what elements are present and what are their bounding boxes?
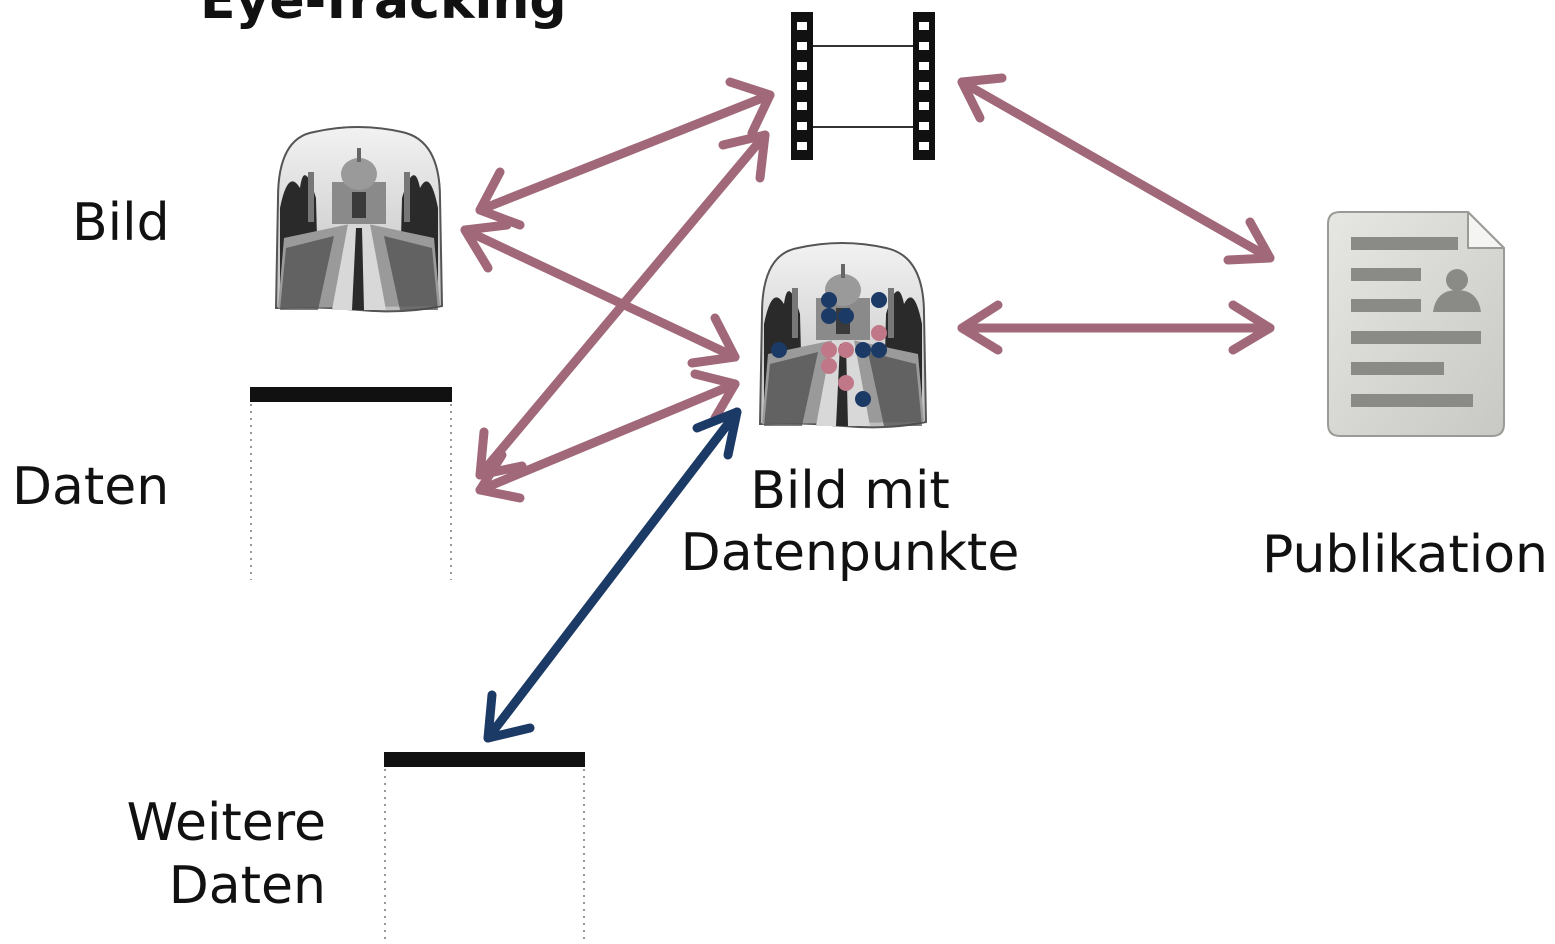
arrow-bild-bildmit — [460, 225, 740, 362]
taj-mahal-photo-with-gaze-points — [759, 242, 927, 429]
arrow-daten-film — [475, 130, 770, 480]
arrow-daten-bildmit — [475, 379, 740, 495]
arrow-bild-film — [475, 90, 775, 215]
label-publikation: Publikation — [1262, 525, 1548, 585]
film-strip-icon — [791, 12, 935, 160]
label-bild-mit-line1: Bild mit — [750, 461, 950, 521]
gaze-points — [771, 292, 887, 407]
arrow-film-publikation — [957, 77, 1275, 263]
taj-mahal-photo-icon — [275, 126, 443, 313]
diagram-title: Eye-Tracking — [200, 0, 567, 31]
arrows-secondary — [483, 407, 742, 743]
document-icon — [1327, 211, 1505, 437]
label-bild: Bild — [72, 193, 170, 253]
label-weitere-line1: Weitere — [126, 793, 326, 853]
label-bild-mit-line2: Datenpunkte — [680, 523, 1020, 583]
label-weitere-line2: Daten — [168, 856, 326, 916]
arrows-primary — [460, 73, 1275, 503]
data-table-icon — [250, 387, 452, 580]
additional-data-table-icon — [384, 752, 585, 940]
arrow-weitere-bildmit — [483, 407, 742, 743]
label-daten: Daten — [12, 457, 170, 517]
